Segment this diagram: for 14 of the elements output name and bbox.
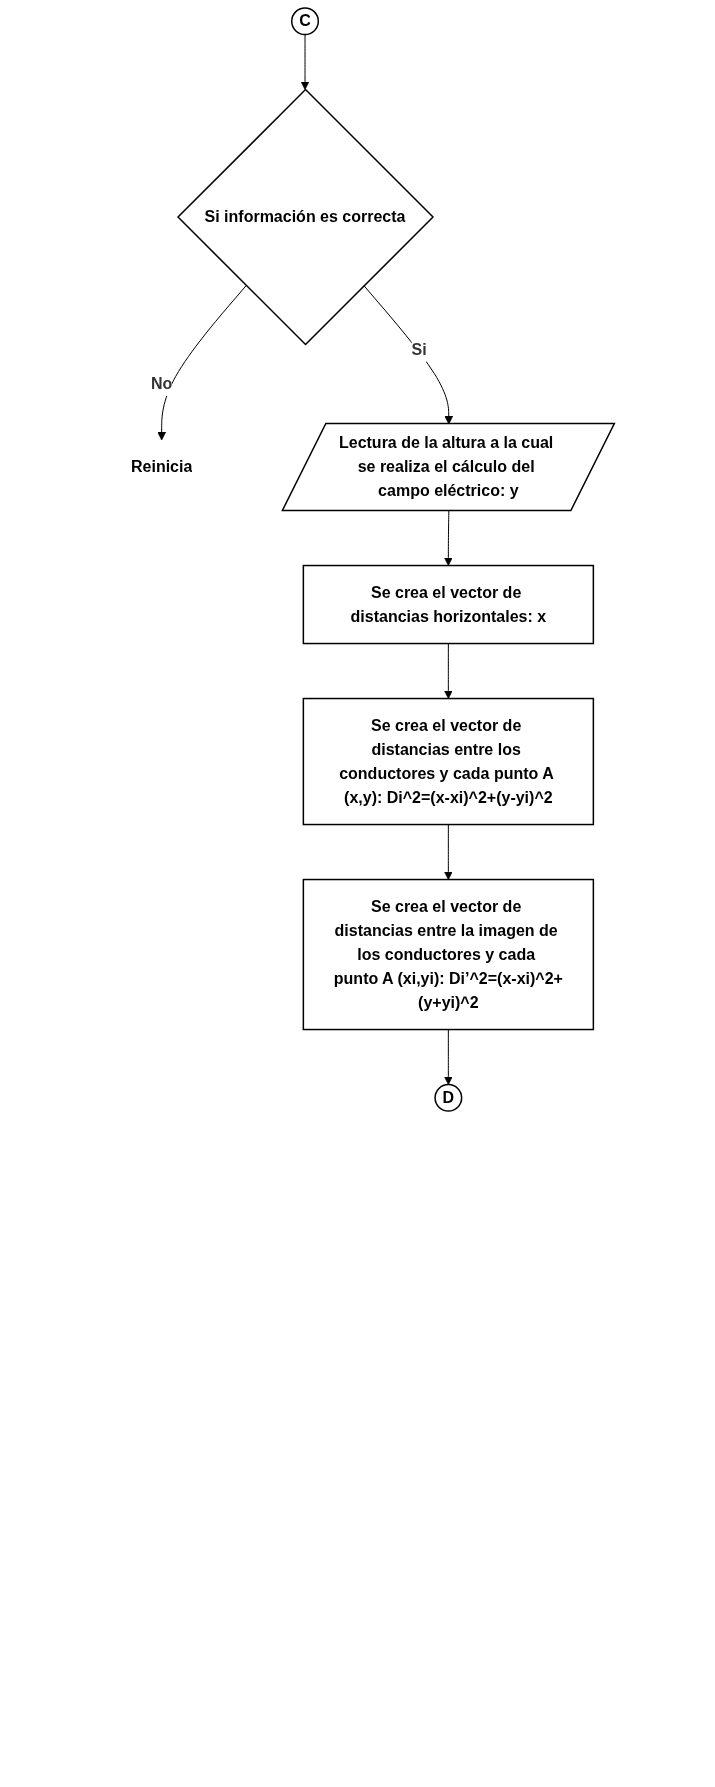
arrow bbox=[443, 824, 453, 880]
arrow bbox=[443, 643, 453, 699]
node-text: Reinicia bbox=[130, 458, 193, 476]
edge-label: Si bbox=[411, 341, 427, 359]
node-circle: D bbox=[434, 1083, 463, 1112]
node-circle: C bbox=[290, 7, 319, 36]
arrow bbox=[443, 1029, 453, 1085]
node-box: Se crea el vector de distancias horizontales: x bbox=[302, 564, 594, 645]
node-box: Se crea el vector de distancias entre la imagen de los conductores y cada punto A (xi,yi): Di’^2=(x-xi)^2+(y+yi)^2 bbox=[302, 878, 594, 1031]
node-box: Se crea el vector de distancias entre los conductores y cada punto A (x,y): Di^2=(x-xi)^2+(y-yi)^2 bbox=[302, 697, 594, 826]
arrow bbox=[443, 510, 453, 566]
arrow bbox=[300, 34, 310, 90]
edge-label: No bbox=[150, 375, 173, 393]
arrow bbox=[157, 285, 247, 441]
